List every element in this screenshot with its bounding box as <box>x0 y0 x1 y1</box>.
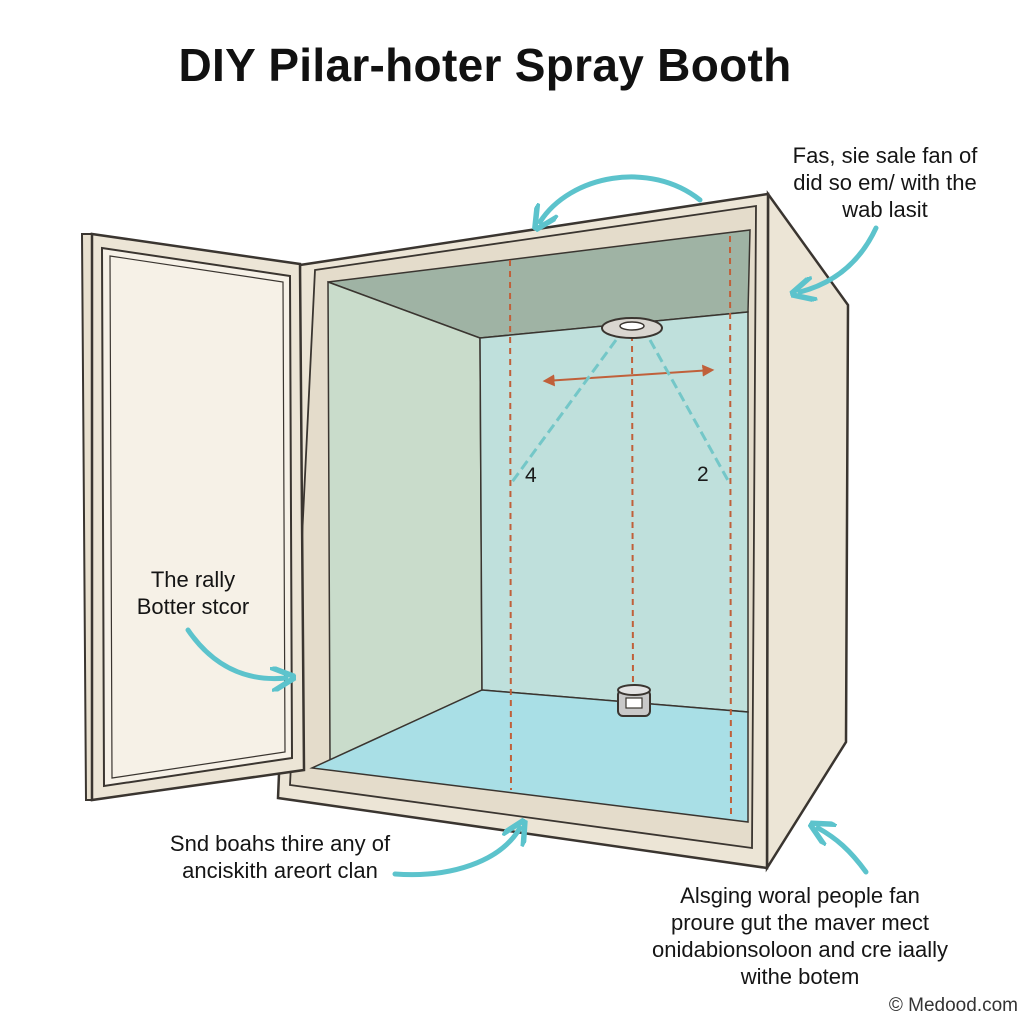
arrow-bottom-right <box>818 828 869 875</box>
arrow-door <box>185 627 286 679</box>
annotation-line: anciskith areort clan <box>182 858 378 883</box>
annotation-line: proure gut the maver mect <box>670 910 929 935</box>
annotation-line: Alsging woral people fan <box>680 883 920 908</box>
arrow-bottom-left <box>392 828 520 878</box>
booth-side-panel <box>765 190 850 873</box>
spray-label-right: 2 <box>697 463 709 486</box>
booth-back-wall <box>479 311 749 713</box>
annotation-line: Snd boahs thire any of <box>169 831 391 856</box>
width-arrow <box>542 364 715 387</box>
booth-floor <box>309 689 749 823</box>
annotation-line: Fas, sie sale fan of <box>792 143 978 168</box>
booth-door <box>80 232 306 802</box>
annotation-door: The rally Botter stcor <box>118 566 268 620</box>
annotation-line: Botter stcor <box>136 594 250 619</box>
booth-left-wall <box>327 280 483 762</box>
guide-line-right <box>729 235 732 816</box>
floor-canister <box>617 684 651 717</box>
annotation-line: wab lasit <box>842 197 928 222</box>
annotation-bottom-left: Snd boahs thire any of anciskith areort … <box>150 830 410 884</box>
annotation-line: did so em/ with the <box>793 170 977 195</box>
annotation-line: withe botem <box>740 964 860 989</box>
annotation-line: onidabionsoloon and cre iaally <box>652 937 948 962</box>
arrow-top-right <box>800 225 879 292</box>
guide-line-center <box>631 334 634 691</box>
spray-cone-right <box>648 339 732 485</box>
spray-label-left: 4 <box>525 464 537 487</box>
diagram-title: DIY Pilar-hoter Spray Booth <box>178 39 792 91</box>
annotation-line: The rally <box>150 567 236 592</box>
airflow-arrow-top <box>540 174 703 222</box>
annotation-bottom-right: Alsging woral people fan proure gut the … <box>630 882 970 990</box>
copyright-credit: © Medood.com <box>888 995 1018 1016</box>
annotation-top-right: Fas, sie sale fan of did so em/ with the… <box>770 142 1000 223</box>
ceiling-fixture <box>601 317 663 339</box>
guide-line-left <box>509 259 512 791</box>
